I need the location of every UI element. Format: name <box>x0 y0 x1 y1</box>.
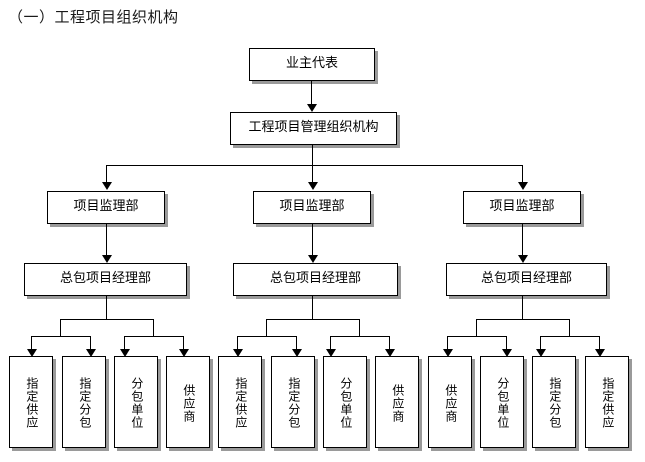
connector-l2-drop-2 <box>312 165 313 183</box>
node-supervision-department-1: 项目监理部 <box>47 191 165 224</box>
connector-l2-bus <box>106 165 523 166</box>
node-leaf-4: 供应商 <box>166 356 210 448</box>
node-leaf-8: 供应商 <box>375 356 419 448</box>
arrowhead-l4-2 <box>308 255 318 263</box>
connector-g2-drop-2 <box>296 336 297 350</box>
arrowhead-leaf-8 <box>385 349 395 357</box>
connector-g2-stem <box>312 296 313 319</box>
node-leaf-11: 指定分包 <box>532 356 576 448</box>
node-leaf-10: 分包单位 <box>480 356 524 448</box>
arrowhead-leaf-4 <box>179 349 189 357</box>
connector-g3-bus <box>476 319 569 320</box>
node-leaf-2: 指定分包 <box>62 356 106 448</box>
arrowhead-l3-1 <box>102 182 112 190</box>
connector-g3-drop-4 <box>599 336 600 350</box>
connector-l2-stem <box>312 145 313 165</box>
connector-g3-drop-1 <box>447 336 448 350</box>
connector-l3-to-l4-2 <box>312 224 313 255</box>
connector-l2-drop-1 <box>106 165 107 183</box>
connector-l3-to-l4-3 <box>522 224 523 255</box>
arrowhead-leaf-12 <box>595 349 605 357</box>
connector-g1-sub-right <box>153 319 154 336</box>
connector-g1-sub-left <box>60 319 61 336</box>
connector-g1-bus-left <box>31 336 90 337</box>
connector-g2-drop-4 <box>389 336 390 350</box>
arrowhead-leaf-1 <box>27 349 37 357</box>
arrowhead-leaf-3 <box>120 349 130 357</box>
node-owner-representative: 业主代表 <box>249 48 375 81</box>
connector-l3-to-l4-1 <box>106 224 107 255</box>
connector-g2-sub-right <box>359 319 360 336</box>
node-general-contractor-pm-office-1: 总包项目经理部 <box>24 263 187 296</box>
arrowhead-leaf-5 <box>233 349 243 357</box>
arrowhead-l4-3 <box>518 255 528 263</box>
arrowhead-leaf-11 <box>536 349 546 357</box>
arrowhead-leaf-9 <box>443 349 453 357</box>
connector-g2-bus-right <box>330 336 389 337</box>
connector-g1-bus <box>60 319 153 320</box>
connector-g1-drop-4 <box>183 336 184 350</box>
connector-l1-to-l2 <box>311 81 312 104</box>
node-leaf-5: 指定供应 <box>218 356 262 448</box>
page-title: （一）工程项目组织机构 <box>8 8 179 26</box>
connector-g2-drop-1 <box>237 336 238 350</box>
node-leaf-1: 指定供应 <box>9 356 53 448</box>
connector-g1-stem <box>106 296 107 319</box>
connector-l2-drop-3 <box>522 165 523 183</box>
connector-g3-sub-left <box>476 319 477 336</box>
connector-g2-drop-3 <box>330 336 331 350</box>
connector-g1-bus-right <box>124 336 183 337</box>
node-leaf-6: 指定分包 <box>271 356 315 448</box>
node-supervision-department-2: 项目监理部 <box>253 191 371 224</box>
arrowhead-leaf-10 <box>502 349 512 357</box>
connector-g1-drop-2 <box>90 336 91 350</box>
arrowhead-l4-1 <box>102 255 112 263</box>
connector-g2-bus-left <box>237 336 296 337</box>
node-leaf-7: 分包单位 <box>323 356 367 448</box>
connector-g3-bus-left <box>447 336 506 337</box>
node-leaf-9: 供应商 <box>428 356 472 448</box>
arrowhead-l3-2 <box>308 182 318 190</box>
node-leaf-3: 分包单位 <box>114 356 158 448</box>
arrowhead-leaf-7 <box>326 349 336 357</box>
connector-g3-drop-2 <box>506 336 507 350</box>
connector-g1-drop-1 <box>31 336 32 350</box>
connector-g3-bus-right <box>540 336 599 337</box>
arrowhead-leaf-6 <box>292 349 302 357</box>
node-general-contractor-pm-office-2: 总包项目经理部 <box>233 263 398 296</box>
node-supervision-department-3: 项目监理部 <box>463 191 581 224</box>
connector-g3-stem <box>522 296 523 319</box>
arrowhead-leaf-2 <box>86 349 96 357</box>
connector-g2-sub-left <box>266 319 267 336</box>
connector-g1-drop-3 <box>124 336 125 350</box>
connector-g3-sub-right <box>569 319 570 336</box>
node-project-management-organization: 工程项目管理组织机构 <box>230 112 397 145</box>
node-general-contractor-pm-office-3: 总包项目经理部 <box>446 263 607 296</box>
node-leaf-12: 指定供应 <box>585 356 629 448</box>
arrowhead-l2 <box>307 104 317 112</box>
connector-g2-bus <box>266 319 359 320</box>
arrowhead-l3-3 <box>518 182 528 190</box>
connector-g3-drop-3 <box>540 336 541 350</box>
